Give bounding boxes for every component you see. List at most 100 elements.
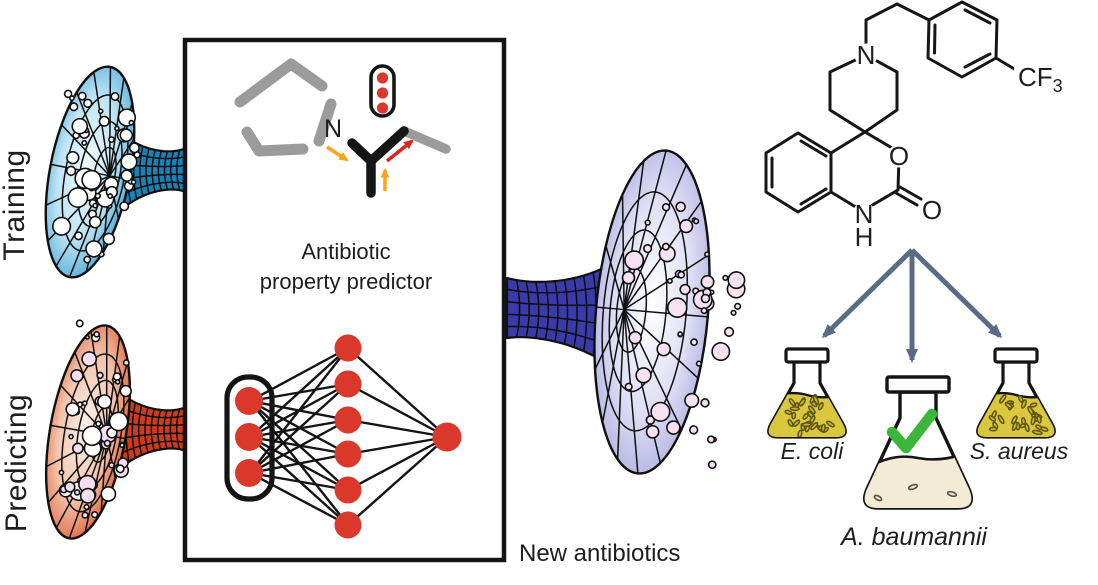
mesh-spoke [108,66,112,176]
chemical-structure: N O O N H CF3 [764,0,1072,252]
molecule-dot [77,91,87,101]
molecule-dot [81,139,88,146]
molecule-dot [81,351,98,367]
flask-liquid [864,448,972,508]
new-antibiotics-label: New antibiotics [519,540,680,567]
tube-mesh-line [157,150,163,191]
checkmark-icon [886,408,938,454]
tube-mesh-line [563,279,569,345]
mesh-spoke [105,325,108,436]
bacterium [1011,415,1018,425]
bacterium [1040,426,1049,432]
bacterium [1027,406,1035,416]
tube-mesh-line [163,410,168,449]
bacterium [1004,401,1013,409]
mesh-spoke [105,336,121,436]
molecule-dot [79,487,96,504]
funnel-disc [44,319,132,540]
mesh-spoke [60,124,111,177]
nn-node [334,511,362,539]
bacterium [873,494,883,502]
molecule-dot [81,400,88,407]
molecule-dot [83,98,93,109]
molecule-dot [98,115,110,127]
nn-node [235,387,263,415]
feature-dot [376,87,389,99]
molecule-dot [94,192,101,200]
tube-mesh-line [139,146,144,197]
funnel-disc [44,65,141,279]
molecule-dot [650,401,671,422]
bacterium [1011,421,1018,431]
highlighted-bond-y [347,126,409,198]
bacterium [792,419,801,427]
feature-vector [369,64,396,118]
benzene-double-bonds [770,139,828,206]
pyrrolidine-ring-segment [313,98,337,147]
molecule-dot [119,384,132,398]
bacterium [801,422,812,428]
molecule-dot [108,136,115,144]
bacterium [798,398,807,407]
bacterium [1036,415,1042,424]
mesh-spoke [74,351,108,436]
mesh-spoke [624,308,708,318]
molecule-dot [107,193,114,199]
benzene-ring-fused [764,131,833,214]
molecule-dot [102,232,116,246]
arrow-to-ecoli [821,248,914,339]
mesh-spoke [594,309,625,370]
predicting-funnel [44,319,188,540]
molecule-dot [67,187,89,208]
bacterium [820,423,826,433]
molecule-dot [706,435,716,444]
bacterium [998,394,1007,404]
abaumannii-label: A. baumannii [839,523,988,551]
molecule-dot [93,331,100,338]
molecule-dot [81,169,102,191]
bacterium [997,414,1005,425]
mesh-spoke [623,254,710,311]
molecule-dot [723,326,735,337]
nn-edge [249,418,349,475]
mesh-spoke [601,309,625,423]
bacterium [784,409,793,415]
molecule-dot [96,371,104,380]
bacterium [802,412,809,420]
tube-mesh-line [144,407,149,453]
mesh-spoke [616,309,625,460]
molecule-dot [661,242,670,251]
molecule-dot [666,277,673,284]
nn-node [334,334,362,362]
molecule-dot [700,398,710,408]
nitrogen-atom-label: N [324,115,342,143]
bacterium [1017,395,1024,403]
nn-edge [249,471,349,492]
molecule-dot [103,439,112,447]
amide-h-label: H [855,222,874,252]
bacterium [988,426,998,432]
mesh-spoke [75,92,111,177]
nn-edge [249,346,349,403]
tube-mesh-line [151,149,156,192]
orange-attention-arrow [326,145,349,162]
molecule-dot [666,420,681,435]
mesh-spoke [621,194,625,310]
molecule-dot [621,270,636,285]
molecule-dot [700,274,715,289]
bacterium [797,429,803,437]
cf3-bond [994,56,1018,72]
molecule-dot [64,481,76,493]
molecule-dot [624,250,645,271]
output-funnel [505,149,746,475]
nn-nodes [235,334,462,539]
nn-input-pill [224,374,275,502]
molecule-dot [83,503,90,511]
predicting-label: Predicting [0,394,33,532]
molecule-dot [695,360,702,367]
bacterium [789,406,800,412]
molecule-dot [628,330,642,345]
nn-node [334,406,362,434]
